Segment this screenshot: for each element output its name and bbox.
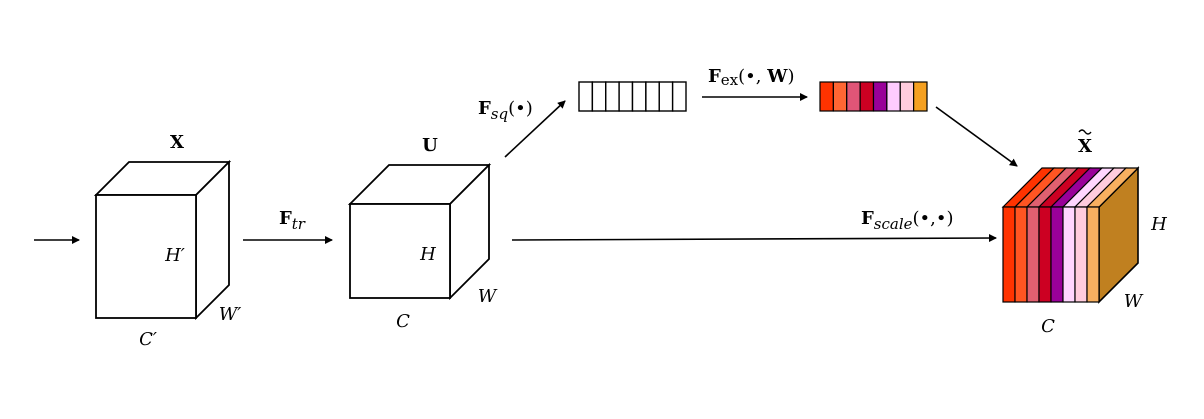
squeeze-cell xyxy=(658,81,674,112)
excitation-cell xyxy=(872,81,888,112)
tensor-x-channels: C′ xyxy=(139,329,157,350)
squeeze-cell xyxy=(618,81,634,112)
tensor-xt-channels: C xyxy=(1041,316,1055,337)
output-slice-front xyxy=(1050,206,1064,303)
output-slice-front xyxy=(1062,206,1076,303)
squeeze-label-main: F xyxy=(478,98,491,119)
squeeze-cell xyxy=(591,81,607,112)
squeeze-label-args: (•) xyxy=(508,98,533,119)
squeeze-cell xyxy=(578,81,594,112)
tensor-u-height: H xyxy=(419,244,436,265)
scale-label-args: (•,•) xyxy=(913,208,954,229)
excitation-cell xyxy=(886,81,901,112)
tensor-x-name: X xyxy=(170,132,184,153)
excitation-label-main: F xyxy=(708,66,721,87)
tensor-xt-width: W xyxy=(1124,291,1144,312)
transform-label-sub: tr xyxy=(292,215,306,233)
scale-label-main: F xyxy=(861,208,874,229)
excite-to-output-arrow xyxy=(935,106,1018,167)
output-slice-front xyxy=(1086,206,1100,303)
excitation-cell xyxy=(832,81,848,112)
output-slice-front xyxy=(1026,206,1040,303)
squeeze-label: Fsq(•) xyxy=(478,98,533,123)
tensor-x-cube xyxy=(93,159,232,321)
tensor-xt-height: H xyxy=(1150,214,1167,235)
excitation-cell xyxy=(899,81,915,112)
excitation-cell xyxy=(913,81,928,112)
excitation-cell xyxy=(846,81,861,112)
excitation-label-sub: ex xyxy=(721,71,739,89)
scale-label: Fscale(•,•) xyxy=(861,208,954,233)
output-slice-front xyxy=(1038,206,1052,303)
tensor-u-cube xyxy=(347,162,492,301)
squeeze-label-sub: sq xyxy=(491,105,508,123)
tilde-mark xyxy=(1078,129,1092,135)
squeeze-cell xyxy=(671,81,687,112)
excitation-label-args-close: ) xyxy=(787,66,794,87)
tensor-xt-name: X xyxy=(1078,136,1092,157)
excitation-vector xyxy=(819,81,928,112)
squeeze-arrow xyxy=(504,100,566,158)
output-slice-front xyxy=(1002,206,1016,303)
excitation-label-args-open: (•, xyxy=(738,66,767,87)
tensor-u-width: W xyxy=(478,286,498,307)
scale-arrow xyxy=(511,234,997,243)
scale-label-sub: scale xyxy=(874,215,913,233)
excitation-cell xyxy=(859,81,875,112)
excitation-label-args-w: W xyxy=(766,66,788,87)
squeeze-cell xyxy=(631,81,647,112)
excitation-cell xyxy=(819,81,834,112)
transform-label: Ftr xyxy=(279,208,306,233)
squeeze-cell xyxy=(605,81,620,112)
output-slice-front xyxy=(1014,206,1028,303)
squeeze-vector xyxy=(578,81,687,112)
squeeze-cell xyxy=(645,81,660,112)
output-slice-front xyxy=(1074,206,1088,303)
tensor-u-name: U xyxy=(422,135,438,156)
output-tensor-cube xyxy=(1001,166,1140,304)
tensor-u-channels: C xyxy=(396,311,410,332)
transform-label-main: F xyxy=(279,208,292,229)
tensor-x-width: W′ xyxy=(219,304,242,325)
excitation-label: Fex(•, W) xyxy=(708,66,794,89)
tensor-x-height: H′ xyxy=(164,245,185,266)
